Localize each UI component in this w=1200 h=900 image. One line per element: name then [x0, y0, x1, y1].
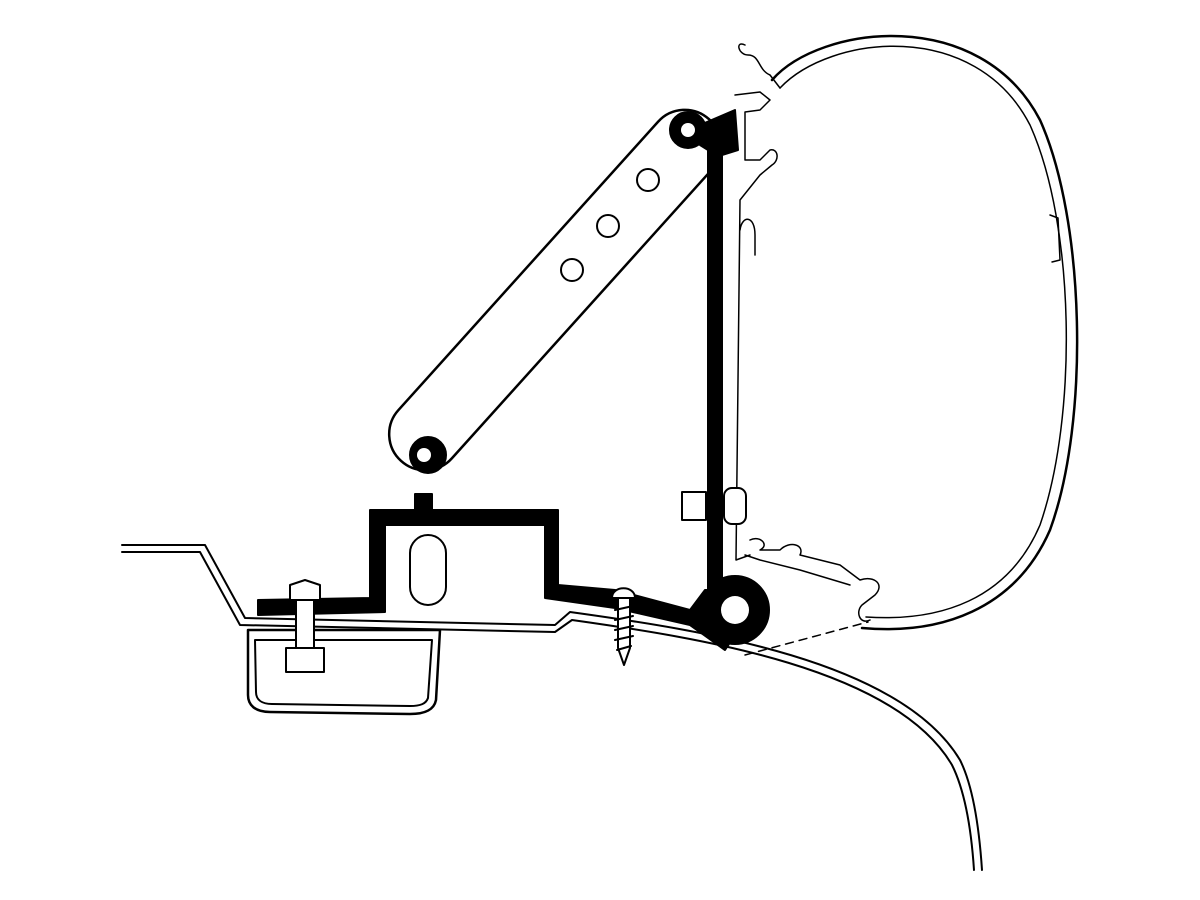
adapter-arm	[387, 108, 723, 474]
screw	[611, 587, 636, 666]
roof-panel	[121, 544, 983, 871]
awning-casing	[734, 34, 1079, 631]
nut-and-bolt	[681, 487, 747, 525]
arm-hole	[560, 258, 584, 282]
dashed-guide-line	[744, 621, 869, 656]
arm-hole	[596, 214, 620, 238]
arm-hole	[636, 168, 660, 192]
base-bracket	[257, 493, 770, 651]
bolt	[285, 579, 325, 673]
fixing-plug	[409, 534, 447, 606]
roof-rail	[246, 628, 442, 716]
